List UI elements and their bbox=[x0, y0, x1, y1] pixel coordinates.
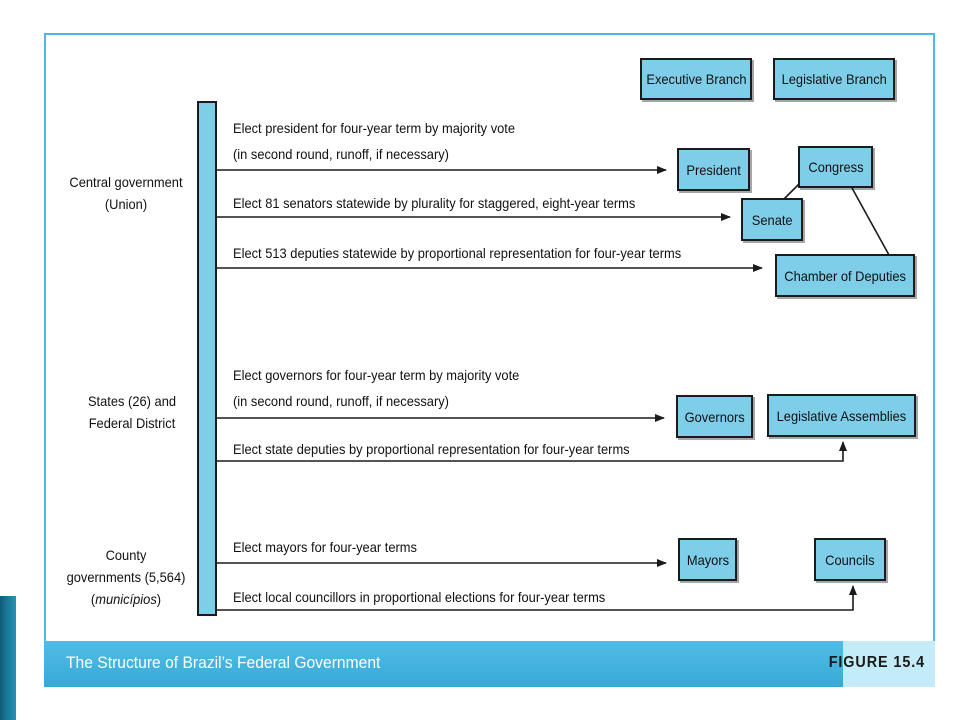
level-county-label: County governments (5,564) (municípios) bbox=[66, 547, 186, 607]
arrow-councils bbox=[217, 585, 857, 611]
congress-chamber-link bbox=[851, 187, 890, 256]
label-governors-runoff: (in second round, runoff, if necessary) bbox=[233, 393, 449, 409]
label-elect-president: Elect president for four-year term by ma… bbox=[233, 120, 516, 136]
box-councils: Councils bbox=[814, 538, 886, 581]
label-elect-mayors: Elect mayors for four-year terms bbox=[233, 539, 417, 555]
level-central-label: Central government (Union) bbox=[69, 174, 183, 212]
legend-executive-branch: Executive Branch bbox=[640, 58, 752, 100]
box-senate: Senate bbox=[741, 198, 803, 241]
legend-legislative-branch: Legislative Branch bbox=[773, 58, 895, 100]
box-mayors: Mayors bbox=[678, 538, 737, 581]
box-president: President bbox=[677, 148, 750, 191]
arrow-assemblies bbox=[217, 441, 847, 462]
label-elect-governors: Elect governors for four-year term by ma… bbox=[233, 367, 520, 383]
figure-number-tab: FIGURE 15.4 bbox=[829, 641, 935, 687]
label-elect-state-deputies: Elect state deputies by proportional rep… bbox=[233, 441, 630, 457]
figure-caption-bar: The Structure of Brazil’s Federal Govern… bbox=[44, 641, 935, 687]
box-governors: Governors bbox=[676, 395, 753, 438]
figure-number: FIGURE 15.4 bbox=[828, 654, 925, 671]
figure-title: The Structure of Brazil’s Federal Govern… bbox=[66, 653, 381, 672]
box-congress: Congress bbox=[798, 146, 873, 188]
box-legislative-assemblies: Legislative Assemblies bbox=[767, 394, 916, 437]
label-elect-councillors: Elect local councillors in proportional … bbox=[233, 589, 606, 605]
box-chamber-of-deputies: Chamber of Deputies bbox=[775, 254, 915, 297]
label-elect-senators: Elect 81 senators statewide by plurality… bbox=[233, 195, 636, 211]
election-bar bbox=[197, 101, 217, 616]
level-states-label: States (26) and Federal District bbox=[87, 393, 177, 431]
figure-frame bbox=[44, 33, 935, 687]
slide-accent-bar bbox=[0, 596, 16, 720]
label-elect-deputies: Elect 513 deputies statewide by proporti… bbox=[233, 245, 682, 261]
label-president-runoff: (in second round, runoff, if necessary) bbox=[233, 146, 449, 162]
